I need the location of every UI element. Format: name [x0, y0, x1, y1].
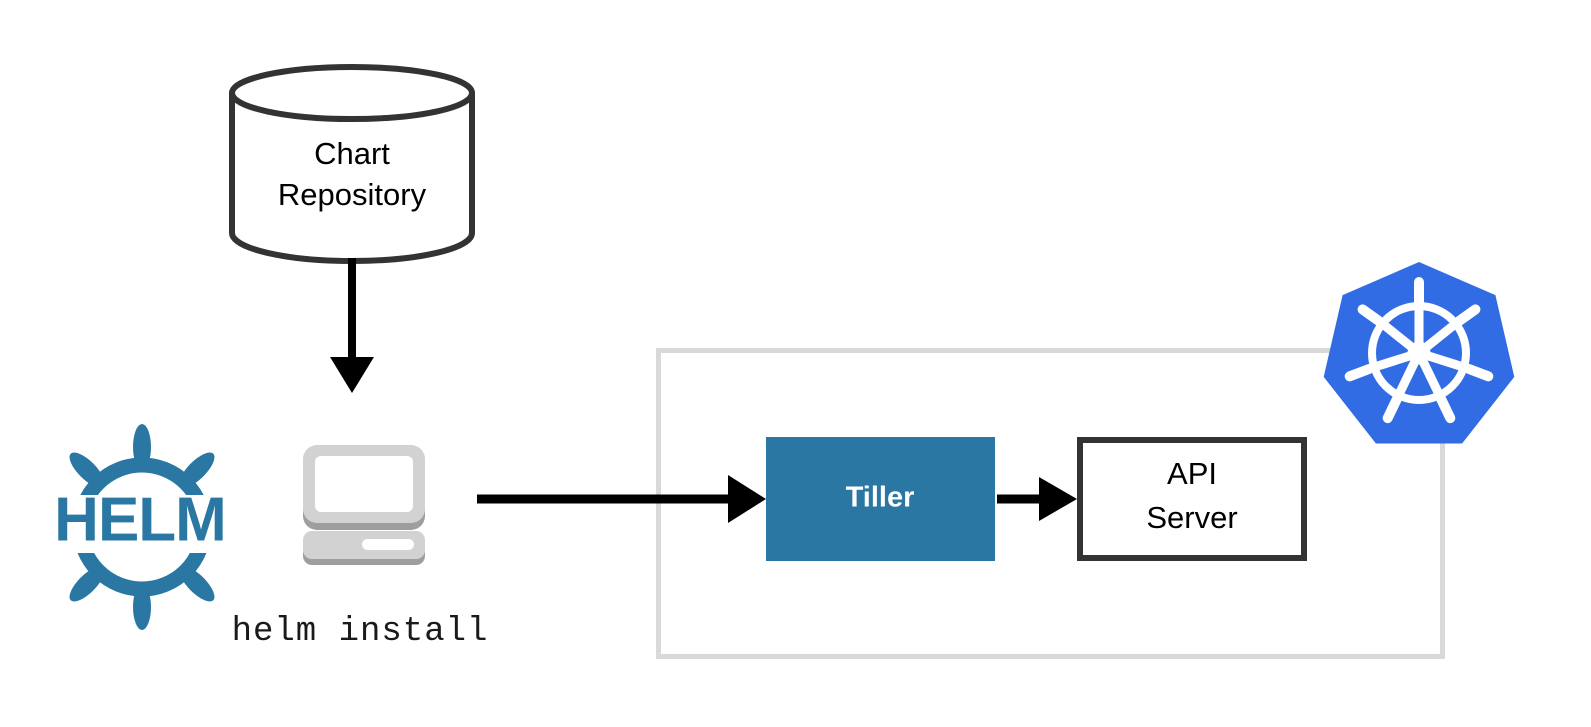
edge-repo-to-laptop-arrowhead — [330, 357, 374, 393]
helm-install-caption: helm install — [232, 613, 489, 651]
kubernetes-logo[interactable] — [1323, 262, 1515, 444]
tiller-box — [766, 437, 995, 561]
kubernetes-wheel-graphic — [1344, 277, 1494, 424]
edge-laptop-to-tiller-arrowhead — [728, 475, 766, 523]
api-server-label-line2: Server — [1146, 500, 1237, 535]
tiller-node[interactable]: Tiller — [766, 437, 995, 561]
chart-repository-label-line1: Chart — [314, 136, 390, 171]
edge-tiller-to-api-server — [997, 477, 1077, 521]
chart-repository-label-line2: Repository — [278, 177, 427, 212]
helm-wheel-icon-handles — [69, 424, 215, 630]
api-server-node[interactable]: API Server — [1077, 437, 1307, 561]
edge-tiller-to-api-server-arrowhead — [1039, 477, 1077, 521]
edge-repo-to-laptop — [330, 258, 374, 393]
chart-repository-node[interactable]: Chart Repository — [229, 64, 475, 264]
laptop-screen — [315, 456, 413, 512]
helm-logo[interactable]: HELM — [52, 424, 232, 630]
tiller-label: Tiller — [846, 482, 915, 514]
database-cylinder-icon — [229, 90, 475, 264]
api-server-box — [1077, 437, 1307, 561]
edge-laptop-to-tiller — [477, 475, 766, 523]
helm-logo-label: HELM — [54, 485, 226, 554]
laptop-trackpad — [362, 539, 414, 550]
helm-wordmark-backdrop — [52, 495, 232, 553]
laptop-computer-icon[interactable] — [303, 445, 425, 565]
api-server-label-line1: API — [1167, 456, 1217, 491]
cylinder-top-ellipse — [229, 64, 475, 122]
